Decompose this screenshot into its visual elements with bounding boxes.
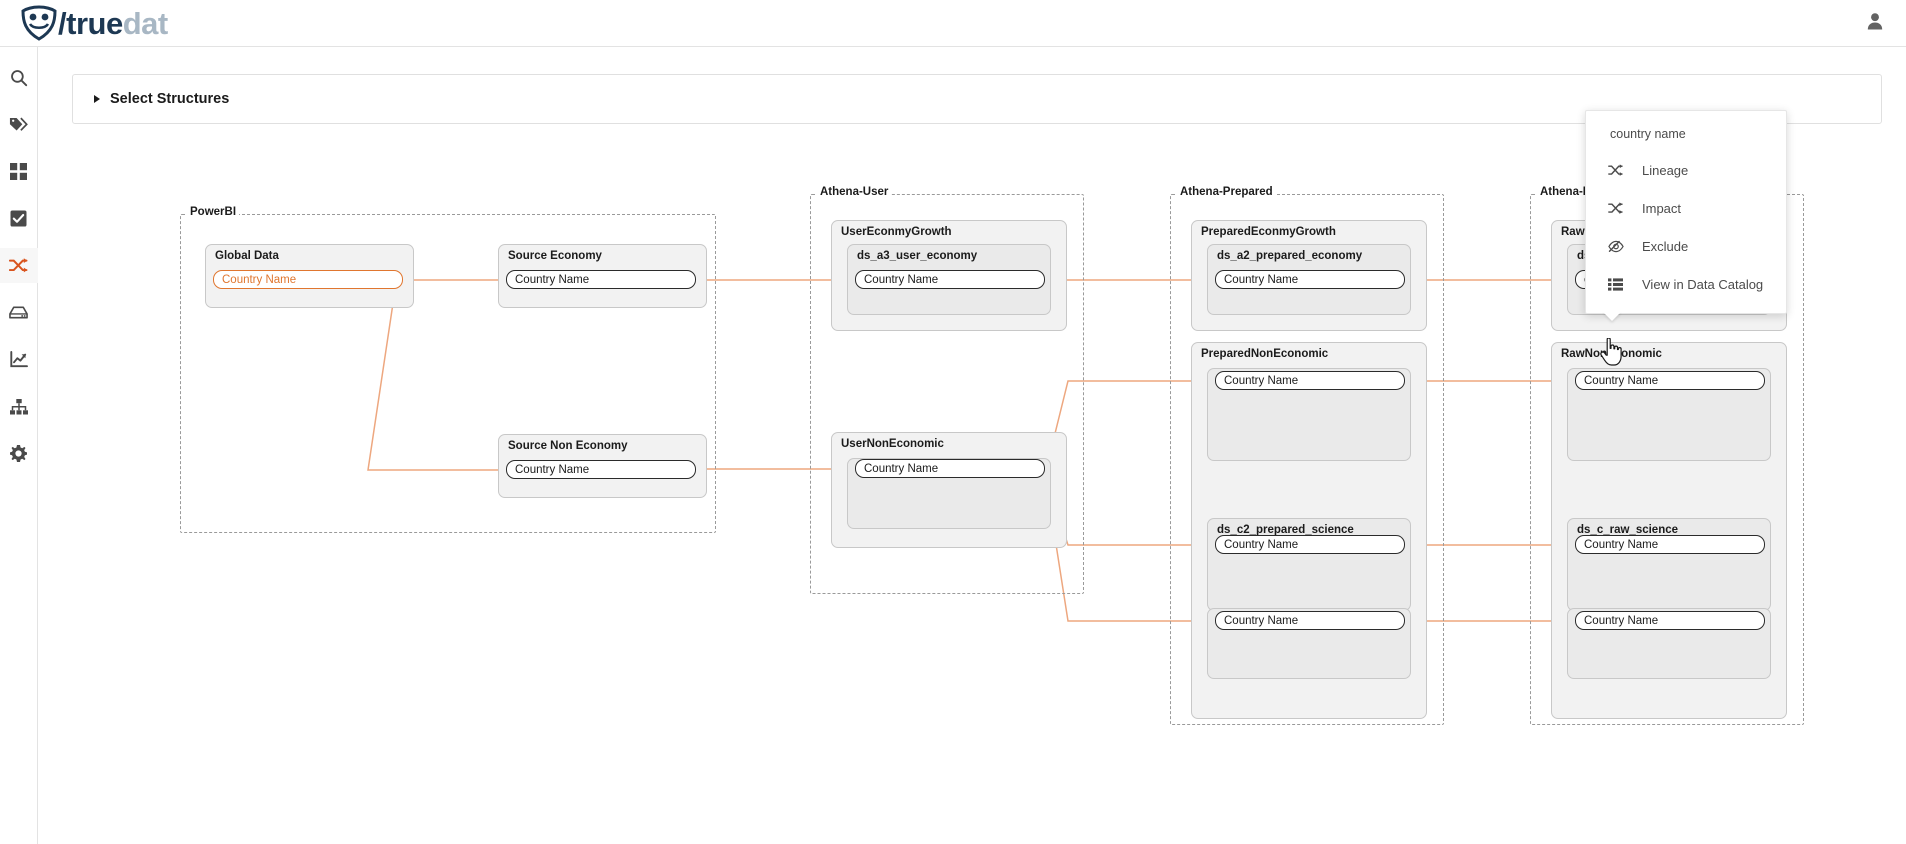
sidebar-item-quality[interactable] <box>0 201 38 236</box>
sidebar-item-glossary[interactable] <box>0 107 38 142</box>
impact-icon <box>1608 201 1630 215</box>
brand-secondary: dat <box>122 5 169 41</box>
group-label: UserEconmyGrowth <box>841 226 952 238</box>
search-icon <box>10 69 27 86</box>
sidebar-item-lineage[interactable] <box>0 248 38 283</box>
chart-line-icon <box>9 351 28 368</box>
context-menu-item-lineage[interactable]: Lineage <box>1586 151 1786 189</box>
sidebar-item-settings[interactable] <box>0 436 38 471</box>
field-label: Country Name <box>1224 374 1299 387</box>
field-source-economy-country-name[interactable]: Country Name <box>506 270 696 289</box>
select-structures-panel[interactable]: Select Structures <box>72 74 1882 124</box>
field-b-raw-environment-country-name[interactable]: Country Name <box>1575 611 1765 630</box>
field-label: Country Name <box>1584 374 1659 387</box>
group-label: RawNonEconomic <box>1561 348 1662 360</box>
field-label: Country Name <box>864 273 939 286</box>
context-menu-title: country name <box>1610 127 1686 141</box>
field-label: Country Name <box>1584 538 1659 551</box>
field-global-data-country-name[interactable]: Country Name <box>213 270 403 289</box>
zone-label: Athena-Prepared <box>1177 186 1276 198</box>
user-avatar-icon[interactable] <box>1866 12 1884 35</box>
brand-primary: true <box>66 5 123 41</box>
context-menu-item-label: Impact <box>1642 200 1682 216</box>
table-ds-c-raw-science[interactable]: ds_c_raw_science <box>1567 518 1771 611</box>
sidebar-item-structures[interactable] <box>0 389 38 424</box>
table-ds-c2-prepared-science[interactable]: ds_c2_prepared_science <box>1207 518 1411 611</box>
truedat-logo[interactable]: /truedat <box>20 0 168 47</box>
context-menu-item-impact[interactable]: Impact <box>1586 189 1786 227</box>
table-label: ds_c_raw_science <box>1577 524 1679 536</box>
field-label: Country Name <box>1224 538 1299 551</box>
field-label: Country Name <box>1584 614 1659 627</box>
sidebar-item-datasets[interactable] <box>0 295 38 330</box>
table-label: ds_a3_user_economy <box>857 250 978 262</box>
select-structures-label: Select Structures <box>110 91 230 107</box>
field-label: Country Name <box>515 463 590 476</box>
group-label: UserNonEconomic <box>841 438 944 450</box>
shuffle-icon <box>9 258 28 273</box>
field-label: Country Name <box>1224 614 1299 627</box>
lineage-icon <box>1608 163 1630 177</box>
field-c-raw-science-country-name[interactable]: Country Name <box>1575 535 1765 554</box>
table-label: ds_a2_prepared_economy <box>1217 250 1363 262</box>
field-source-non-economy-country-name[interactable]: Country Name <box>506 460 696 479</box>
field-d-raw-climatechange-country-name[interactable]: Country Name <box>1575 371 1765 390</box>
field-label: Country Name <box>222 273 297 286</box>
field-bcd3-user-noneconomic-country-name[interactable]: Country Name <box>855 459 1045 478</box>
zone-label: Athena-User <box>817 186 892 198</box>
context-menu-item-exclude[interactable]: Exclude <box>1586 227 1786 265</box>
check-square-icon <box>10 210 27 227</box>
context-menu-item-label: Exclude <box>1642 238 1689 254</box>
zone-label: PowerBI <box>187 206 240 218</box>
field-b2-prepared-environment-country-name[interactable]: Country Name <box>1215 611 1405 630</box>
grid-icon <box>10 163 27 180</box>
top-bar: /truedat <box>0 0 1906 47</box>
eye-slash-icon <box>1608 240 1630 253</box>
sidebar-item-metrics[interactable] <box>0 342 38 377</box>
list-icon <box>1608 277 1630 291</box>
node-context-menu[interactable]: country name Lineage <box>1585 110 1787 321</box>
field-c2-prepared-science-country-name[interactable]: Country Name <box>1215 535 1405 554</box>
context-menu-item-view-in-data-catalog[interactable]: View in Data Catalog <box>1586 265 1786 303</box>
brand-wordmark: /truedat <box>58 5 169 41</box>
table-label: ds_c2_prepared_science <box>1217 524 1354 536</box>
field-label: Country Name <box>515 273 590 286</box>
group-label: Source Economy <box>508 250 602 262</box>
sidebar-rail <box>0 47 38 844</box>
database-icon <box>9 306 28 319</box>
context-menu-item-label: Lineage <box>1642 162 1689 178</box>
group-label: PreparedEconmyGrowth <box>1201 226 1336 238</box>
sitemap-icon <box>9 398 28 414</box>
gear-icon <box>10 445 27 462</box>
zone-powerbi[interactable]: PowerBI <box>180 206 716 533</box>
sidebar-item-domains[interactable] <box>0 154 38 189</box>
field-label: Country Name <box>1224 273 1299 286</box>
group-label: Global Data <box>215 250 279 262</box>
sidebar-item-search[interactable] <box>0 60 38 95</box>
field-a3-user-economy-country-name[interactable]: Country Name <box>855 270 1045 289</box>
group-label: PreparedNonEconomic <box>1201 348 1329 360</box>
chevron-right-icon <box>94 95 100 103</box>
tags-icon <box>9 117 28 131</box>
group-label: Source Non Economy <box>508 440 628 452</box>
field-d2-prepared-climatechange-country-name[interactable]: Country Name <box>1215 371 1405 390</box>
context-menu-pointer <box>1603 312 1621 321</box>
field-label: Country Name <box>864 462 939 475</box>
field-a2-prepared-economy-country-name[interactable]: Country Name <box>1215 270 1405 289</box>
owl-shield-icon <box>21 5 57 41</box>
context-menu-item-label: View in Data Catalog <box>1642 276 1764 292</box>
